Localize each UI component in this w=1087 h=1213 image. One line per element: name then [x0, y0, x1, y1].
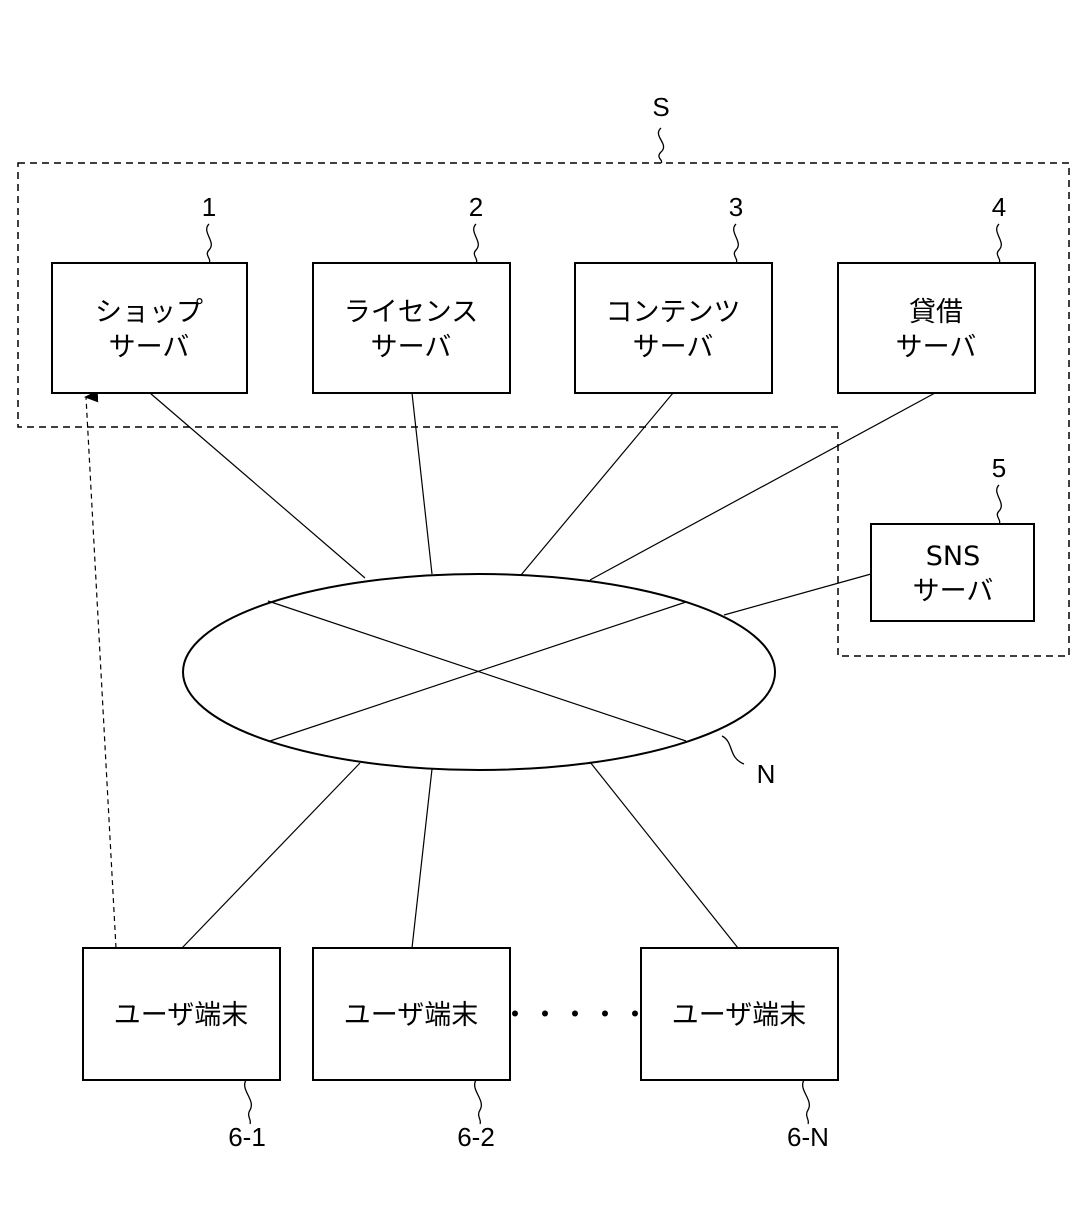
shop-server-ref: 1	[202, 192, 216, 222]
link-sns-server	[723, 573, 872, 616]
link-terminal-1	[181, 762, 361, 949]
user-terminal-1: ユーザ端末	[82, 947, 281, 1081]
sns-server-leader	[996, 484, 1002, 525]
license-server-ref: 2	[469, 192, 483, 222]
terminal-ellipsis: ・・・・・	[501, 998, 651, 1031]
link-lending-server	[589, 392, 936, 581]
license-server: ライセンス サーバ	[312, 262, 511, 394]
lending-server-ref: 4	[992, 192, 1006, 222]
network-label: N	[757, 759, 776, 789]
network-leader	[721, 735, 745, 765]
network-cross-line-b	[269, 601, 687, 742]
link-terminal-n	[589, 761, 739, 949]
shop-server: ショップ サーバ	[51, 262, 248, 394]
user-terminal-2-leader	[474, 1079, 482, 1125]
content-server-label-line1: コンテンツ	[606, 297, 741, 328]
shop-server-label-line2: サーバ	[109, 332, 190, 363]
user-terminal-n-leader	[802, 1079, 810, 1125]
lending-server: 貸借 サーバ	[837, 262, 1036, 394]
system-group-border	[17, 162, 1070, 657]
user-terminal-2: ユーザ端末	[312, 947, 511, 1081]
user-terminal-n-label: ユーザ端末	[672, 1000, 806, 1031]
link-content-server	[520, 392, 674, 576]
shop-server-label-line1: ショップ	[95, 297, 203, 328]
license-server-leader	[473, 223, 479, 264]
sns-server: SNS サーバ	[870, 523, 1035, 622]
sns-server-label-line1: SNS	[926, 541, 980, 572]
shop-server-leader	[206, 223, 212, 264]
link-license-server	[411, 392, 433, 575]
system-group-label: S	[652, 92, 669, 122]
sns-server-ref: 5	[992, 453, 1006, 483]
lending-server-leader	[996, 223, 1002, 264]
user-terminal-2-ref: 6-2	[457, 1122, 495, 1152]
network-ellipse	[182, 573, 776, 771]
link-shop-server	[149, 392, 366, 579]
link-terminal-2	[411, 768, 433, 949]
network-cross-line-a	[267, 600, 687, 742]
user-terminal-2-label: ユーザ端末	[344, 1000, 478, 1031]
license-server-label-line2: サーバ	[371, 332, 452, 363]
content-server-label-line2: サーバ	[633, 332, 714, 363]
user-terminal-n: ユーザ端末	[640, 947, 839, 1081]
license-server-label-line1: ライセンス	[344, 297, 478, 328]
sns-server-label-line2: サーバ	[913, 576, 994, 607]
user-terminal-1-label: ユーザ端末	[114, 1000, 248, 1031]
system-group-leader	[657, 127, 665, 164]
lending-server-label-line1: 貸借	[909, 297, 963, 328]
content-server-leader	[733, 223, 739, 264]
content-server: コンテンツ サーバ	[574, 262, 773, 394]
user-terminal-n-ref: 6-N	[787, 1122, 829, 1152]
user-terminal-1-ref: 6-1	[228, 1122, 266, 1152]
user-terminal-1-leader	[244, 1079, 252, 1125]
content-server-ref: 3	[729, 192, 743, 222]
lending-server-label-line2: サーバ	[896, 332, 977, 363]
purchase-request-arrow	[84, 390, 117, 949]
